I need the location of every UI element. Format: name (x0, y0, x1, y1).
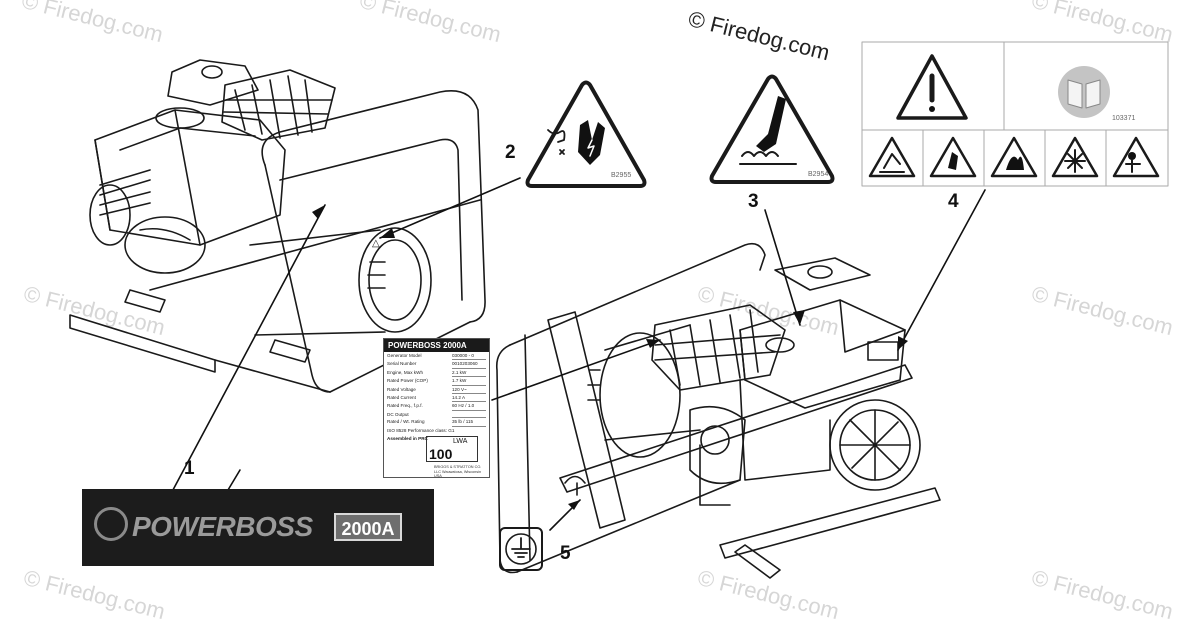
rating-title: POWERBOSS 2000A (384, 339, 489, 352)
left-generator-illustration: △ (69, 59, 486, 393)
rating-row: Rated Freq., f.p.f. 60 Hz / 1.0 (384, 402, 489, 411)
rating-rows: Generator Model 030000 - 0 Serial Number 00… (384, 352, 489, 427)
rating-row-value: 14.2 A (452, 394, 486, 403)
decal-hot-surface (709, 74, 835, 184)
rating-row-value: 35 lb / 115 (452, 418, 486, 427)
callout-2: 2 (505, 142, 516, 163)
svg-text:△: △ (372, 238, 380, 249)
callout-5: 5 (560, 543, 571, 564)
callout-3: 3 (748, 191, 759, 212)
rating-row-label: Rated Freq., f.p.f. (387, 403, 423, 409)
rating-row: Rated Voltage 120 V~ (384, 386, 489, 395)
rating-row: DC Output (384, 411, 489, 419)
decal-code-burn: B2954 (808, 171, 828, 178)
rating-row-label: Rated Power (COP) (387, 378, 428, 384)
rating-row-label: Rated / Wt. Rating (387, 419, 425, 425)
brand-model: 2000A (334, 513, 402, 541)
rating-row-value: 2.1 kW (452, 369, 486, 378)
rating-row-value: 0010203060 (452, 360, 486, 369)
rating-assembled: Assembled in PRC (387, 435, 428, 441)
decal-warning-panel (861, 41, 1169, 187)
rating-row-label: DC Output (387, 411, 409, 417)
rating-row-label: Generator Model (387, 353, 422, 358)
rating-row-label: Serial Number (387, 361, 417, 367)
rating-row-value: 1.7 kW (452, 377, 486, 386)
brand-name: POWERBOSS (132, 511, 313, 542)
decal-rating-label: POWERBOSS 2000A Generator Model 030000 - … (383, 338, 490, 478)
rating-row-value: 120 V~ (452, 386, 486, 395)
arrowheads (312, 205, 908, 510)
decal-brand-plate: POWERBOSS 2000A (82, 489, 434, 566)
callout-1: 1 (184, 458, 195, 479)
callout-4: 4 (948, 191, 959, 212)
decal-code-manual: 103371 (1112, 115, 1135, 122)
rating-row: Generator Model 030000 - 0 (384, 352, 489, 361)
rating-row: Rated Current 14.2 A (384, 394, 489, 403)
sound-power-unit: LWA (453, 438, 468, 445)
rating-footer: BRIGGS & STRATTON CO. LLC Wauwatosa, Wis… (434, 465, 482, 478)
rating-row-value (452, 411, 486, 419)
rating-row: Serial Number 0010203060 (384, 360, 489, 369)
rating-note: ISO 8528 Performance class: G1 (387, 427, 455, 433)
decal-code-shock: B2955 (611, 172, 631, 179)
decal-electric-shock (525, 80, 647, 188)
right-generator-illustration (495, 242, 941, 579)
rating-row-label: Engine, Max kWh (387, 369, 423, 375)
rating-row: Engine, Max kWh 2.1 kW (384, 369, 489, 378)
rating-row: Rated Power (COP) 1.7 kW (384, 377, 489, 386)
sound-power-value: 100 (429, 446, 453, 462)
rating-row-label: Rated Current (387, 395, 416, 401)
rating-row: Rated / Wt. Rating 35 lb / 115 (384, 418, 489, 427)
decal-ground (499, 527, 543, 571)
rating-row-value: 60 Hz / 1.0 (452, 402, 486, 411)
leader-lines (157, 177, 986, 531)
brand-logo-icon (94, 507, 128, 541)
sound-power-box: LWA 100 (426, 436, 478, 462)
rating-row-label: Rated Voltage (387, 386, 416, 392)
rating-row-value: 030000 - 0 (452, 352, 486, 361)
